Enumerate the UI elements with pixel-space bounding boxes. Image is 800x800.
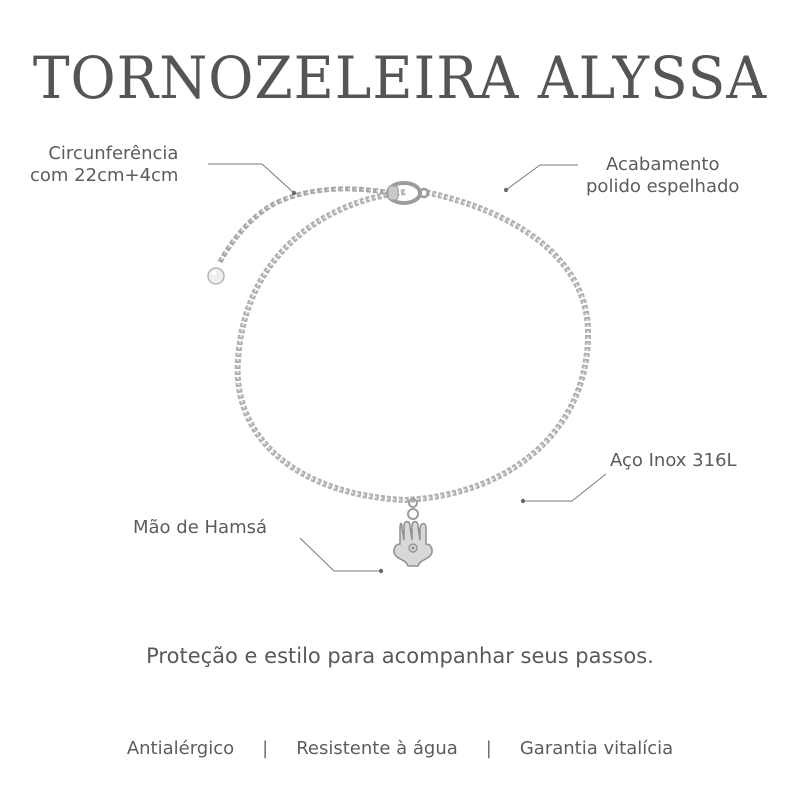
hamsa-pendant [393,498,433,567]
leader-circumference [208,163,297,196]
tagline: Proteção e estilo para acompanhar seus p… [146,644,654,668]
chain-main-highlight [236,191,590,502]
feature-bar: Antialérgico | Resistente à água | Garan… [0,738,800,759]
feature-water-resistant: Resistente à água [296,738,458,759]
leader-material [520,473,607,504]
chain-main [234,189,592,504]
lobster-clasp [386,181,430,205]
leader-finish [503,164,578,193]
feature-separator: | [485,738,492,759]
callout-pendant: Mão de Hamsá [133,517,268,538]
callout-circumference: Circunferência com 22cm+4cm [30,143,178,187]
callout-finish: Acabamento polido espelhado [586,154,739,198]
callout-material: Aço Inox 316L [610,450,737,471]
callout-circumference-line1: Circunferência [48,143,179,164]
chain-extender-highlight [219,188,386,263]
callout-finish-line1: Acabamento [605,154,720,175]
leader-pendant [299,537,384,574]
product-title: TORNOZELEIRA ALYSSA [32,44,768,112]
callout-circumference-line2: com 22cm+4cm [30,165,179,186]
feature-antiallergic: Antialérgico [126,738,235,759]
feature-lifetime-warranty: Garantia vitalícia [519,738,674,759]
feature-separator: | [262,738,269,759]
crystal-charm [207,267,225,285]
callout-finish-line2: polido espelhado [586,176,740,197]
